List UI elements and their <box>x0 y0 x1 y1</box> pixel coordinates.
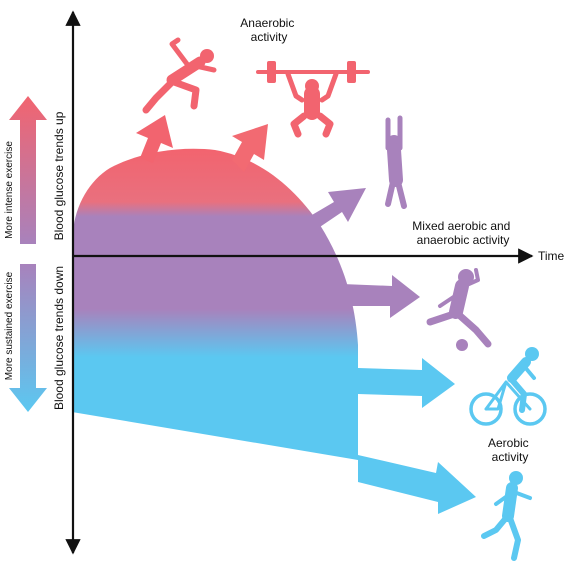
mixed-label: Mixed aerobic and anaerobic activity <box>412 219 513 247</box>
more-intense-label: More intense exercise <box>4 141 15 239</box>
more-sustained-label: More sustained exercise <box>4 271 15 380</box>
anaerobic-label: Anaerobic activity <box>240 16 297 44</box>
glucose-down-label: Blood glucose trends down <box>52 266 66 410</box>
arrow-soccer <box>342 275 420 318</box>
weightlifter-icon <box>256 61 370 138</box>
intensity-scale: More intense exercise More sustained exe… <box>4 96 47 412</box>
runner-icon <box>481 471 532 561</box>
more-sustained-arrow <box>9 264 47 412</box>
cyclist-icon <box>469 347 547 426</box>
arrow-sprint <box>136 115 173 163</box>
axes: Time <box>65 10 565 555</box>
sprinter-icon <box>142 37 217 114</box>
arrow-volleyball <box>300 188 366 235</box>
time-axis-label: Time <box>538 249 565 263</box>
glucose-up-label: Blood glucose trends up <box>52 111 66 240</box>
arrow-weightlifting <box>232 124 268 172</box>
arrow-cycling <box>358 358 455 408</box>
soccer-player-icon <box>426 268 492 351</box>
more-intense-arrow <box>9 96 47 244</box>
aerobic-label: Aerobic activity <box>488 436 532 464</box>
arrow-running <box>358 455 476 514</box>
volleyball-player-icon <box>385 115 407 209</box>
activity-arrows <box>136 115 476 514</box>
glucose-mound <box>72 148 358 461</box>
